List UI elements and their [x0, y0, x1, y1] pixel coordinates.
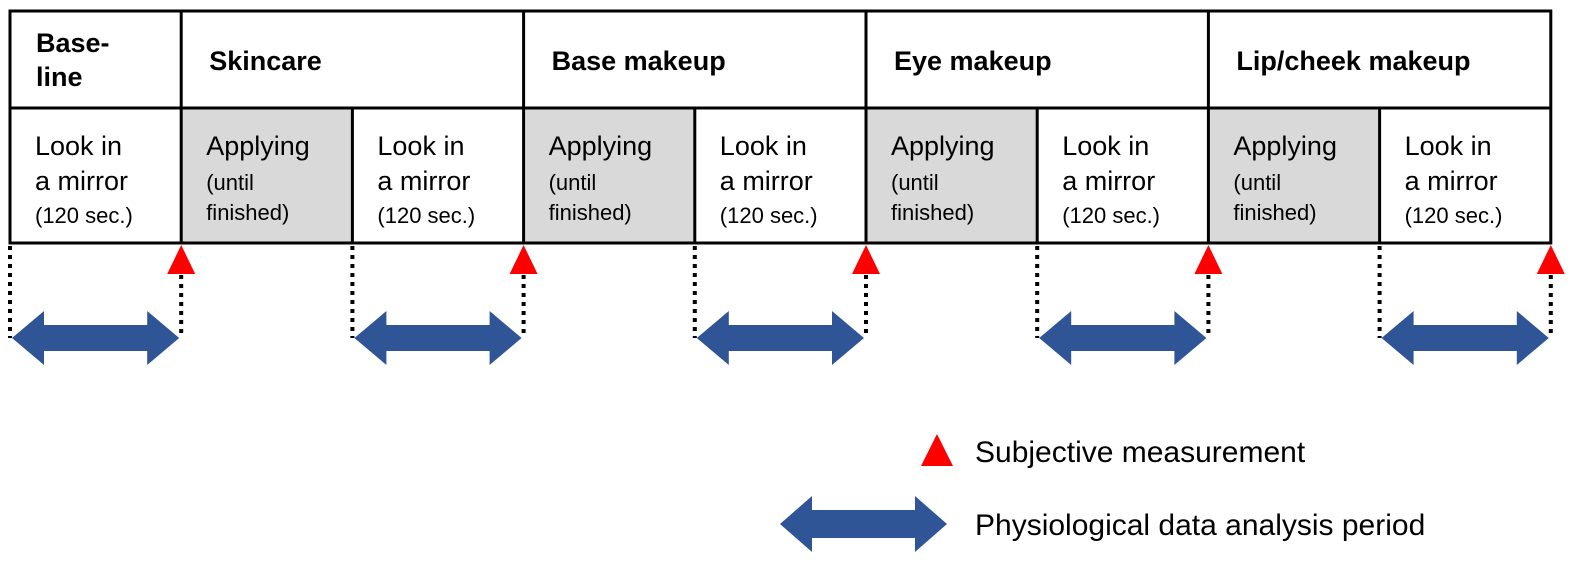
timeline-markers	[8, 245, 1565, 365]
step-label-line1: Look in	[1405, 131, 1492, 161]
legend-physiological-arrow	[780, 496, 947, 552]
legend-subjective-label: Subjective measurement	[975, 436, 1306, 469]
step-label-line2: (until	[206, 170, 254, 195]
subjective-measurement-marker	[852, 245, 880, 274]
step-label-line2: (until	[549, 170, 597, 195]
look-in-mirror-cell	[10, 108, 182, 243]
applying-cell	[866, 108, 1038, 243]
step-label-line1: Applying	[549, 131, 653, 161]
step-label-line1: Applying	[1233, 131, 1337, 161]
step-label-line3: finished)	[206, 200, 289, 225]
look-in-mirror-cell	[1037, 108, 1209, 243]
legend-subjective-marker	[921, 434, 953, 466]
step-label-line1: Applying	[206, 131, 310, 161]
step-label-line3: (120 sec.)	[35, 203, 133, 228]
step-label-line2: (until	[1233, 170, 1281, 195]
step-row: Look in a mirror (120 sec.) Applying (until f…	[35, 131, 1502, 228]
phase-label: Skincare	[209, 46, 322, 76]
step-label-line3: finished)	[549, 200, 632, 225]
look-in-mirror-cell	[694, 108, 866, 243]
physiological-analysis-arrow	[696, 311, 864, 365]
step-label-line2: a mirror	[35, 166, 128, 196]
step-label-line3: (120 sec.)	[377, 203, 475, 228]
legend: Subjective measurement Physiological dat…	[780, 434, 1425, 552]
legend-physiological-label: Physiological data analysis period	[975, 509, 1425, 542]
phase-label: Eye makeup	[894, 46, 1052, 76]
phase-label: Base makeup	[552, 46, 726, 76]
applying-cell	[523, 108, 695, 243]
subjective-measurement-marker	[167, 245, 196, 274]
step-label-line1: Look in	[1062, 131, 1149, 161]
physiological-analysis-arrow	[1381, 311, 1549, 365]
subjective-measurement-marker	[1536, 245, 1565, 274]
step-label-line2: a mirror	[1405, 166, 1498, 196]
look-in-mirror-cell	[1379, 108, 1551, 243]
phase-header-row: Base-line Skincare Base makeup Eye makeup Li…	[36, 28, 1470, 92]
physiological-analysis-arrow	[354, 311, 522, 365]
step-label-line1: Look in	[720, 131, 807, 161]
subjective-measurement-marker	[1194, 245, 1223, 274]
applying-cell	[181, 108, 353, 243]
step-cells	[8, 9, 1553, 245]
step-label-line3: (120 sec.)	[1405, 203, 1503, 228]
step-label-line2: (until	[891, 170, 939, 195]
step-label-line3: (120 sec.)	[720, 203, 818, 228]
step-label-line2: a mirror	[1062, 166, 1155, 196]
look-in-mirror-cell	[352, 108, 524, 243]
step-label-line2: a mirror	[377, 166, 470, 196]
phase-label: Base-	[36, 28, 110, 58]
step-label-line2: a mirror	[720, 166, 813, 196]
physiological-analysis-arrow	[12, 311, 180, 365]
applying-cell	[1208, 108, 1380, 243]
step-label-line1: Applying	[891, 131, 995, 161]
phase-label: Lip/cheek makeup	[1236, 46, 1470, 76]
physiological-analysis-arrow	[1039, 311, 1207, 365]
subjective-measurement-marker	[509, 245, 538, 274]
step-label-line3: finished)	[1233, 200, 1316, 225]
phase-label: line	[36, 62, 83, 92]
step-label-line3: (120 sec.)	[1062, 203, 1160, 228]
table-frame	[8, 9, 1553, 245]
step-label-line1: Look in	[35, 131, 122, 161]
step-label-line1: Look in	[377, 131, 464, 161]
step-label-line3: finished)	[891, 200, 974, 225]
